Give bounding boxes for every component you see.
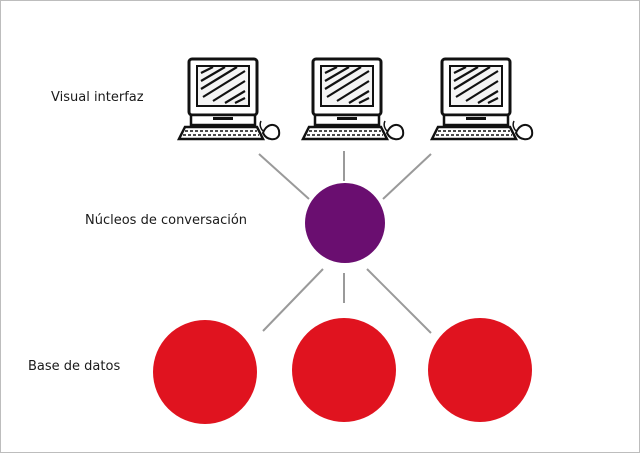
connector-line [382, 153, 432, 200]
computer-icon [177, 57, 281, 141]
computer-icon [430, 57, 534, 141]
connector-line [258, 153, 310, 200]
database-node [153, 320, 257, 424]
connector-line [366, 268, 432, 334]
interface-label: Visual interfaz [51, 90, 144, 105]
nucleus-node [305, 183, 385, 263]
database-node [428, 318, 532, 422]
connector-line [262, 268, 324, 332]
database-label: Base de datos [28, 359, 121, 374]
computer-icon [301, 57, 405, 141]
nucleus-label: Núcleos de conversación [85, 213, 248, 228]
database-node [292, 318, 396, 422]
